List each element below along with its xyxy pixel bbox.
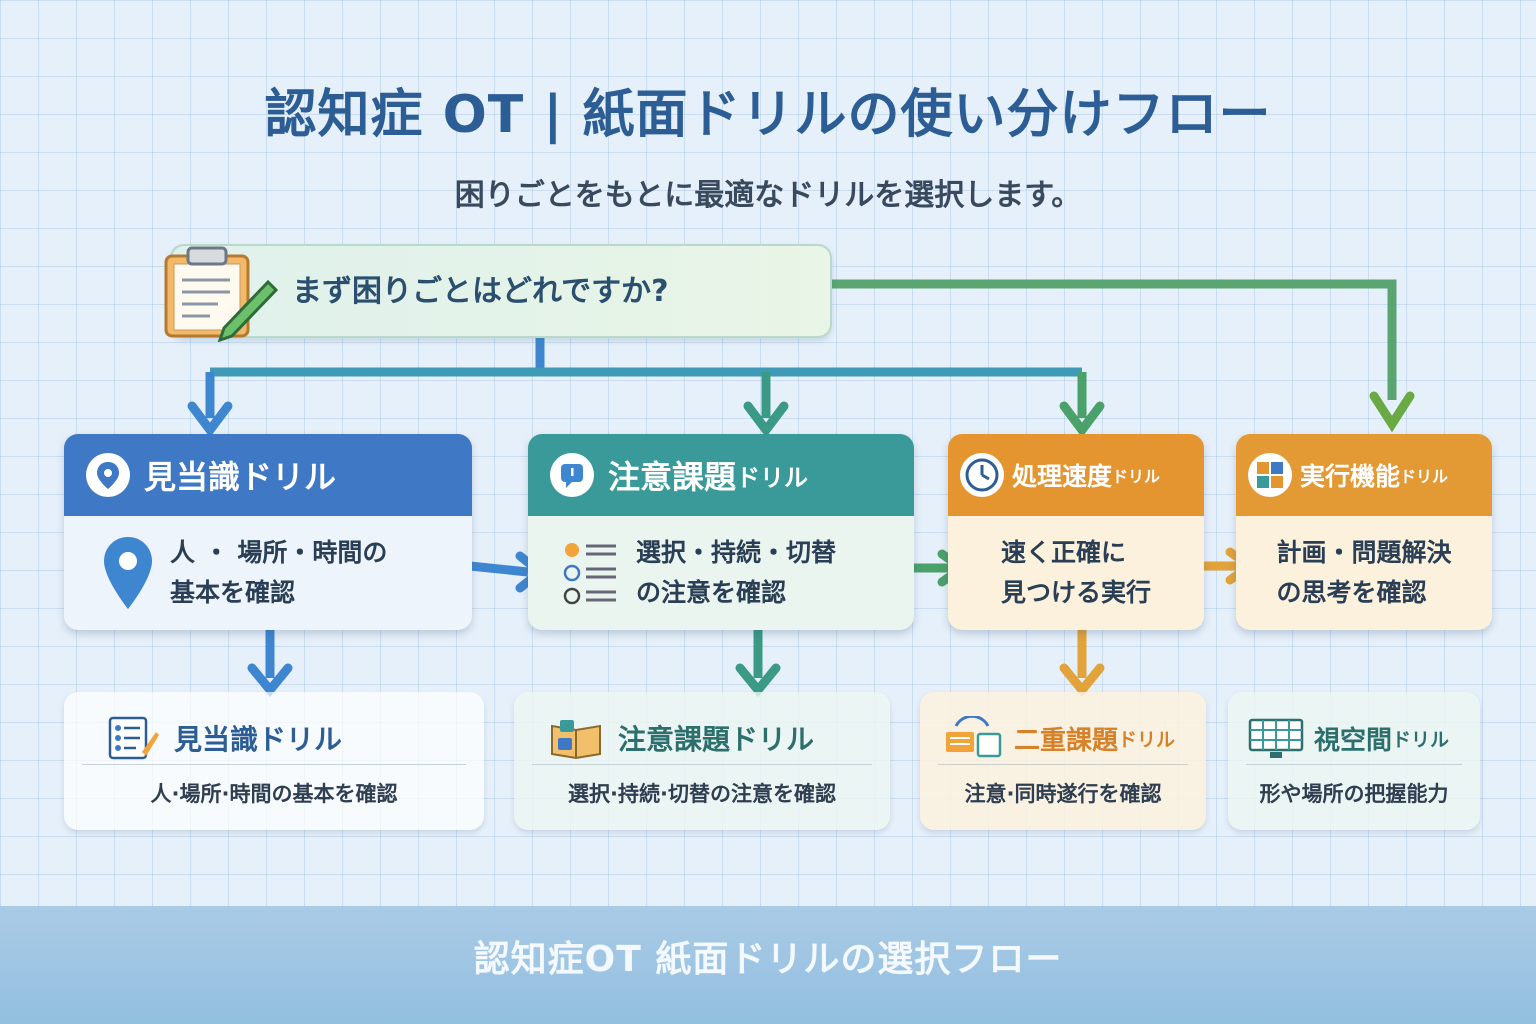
devices-icon [946,716,1002,758]
page-title: 認知症 OT | 紙面ドリルの使い分けフロー [264,85,1272,145]
result-description: 人·場所·時間の基本を確認 [150,782,398,806]
category-body-line1: 速く正確に [1000,538,1126,567]
category-body-line1: 計画・問題解決 [1276,538,1452,567]
category-box-processing-speed[interactable]: 処理速度 ドリル 速く正確に 見つける実行 [948,434,1204,630]
clipboard-icon [164,246,278,342]
category-box-orientation[interactable]: 見当識ドリル 人 ・ 場所・時間の 基本を確認 [64,434,472,630]
footer-band [0,906,1536,1024]
grid-monitor-icon [1248,718,1304,758]
speech-bubble-icon [550,453,594,497]
puzzle-icon [1248,453,1292,497]
question-text: まず困りごとはどれですか? [292,274,669,309]
location-pin-icon [104,537,152,609]
checklist-icon [108,716,159,760]
result-label: 注意課題ドリル [618,723,815,756]
result-label: 視空間 [1314,725,1393,756]
category-label-small: ドリル [1112,467,1161,486]
result-box-dual-task[interactable]: 二重課題 ドリル 注意·同時遂行を確認 [920,692,1206,830]
result-label: 見当識ドリル [174,723,343,756]
category-body-line2: 基本を確認 [170,578,296,607]
category-label: 実行機能 [1300,462,1401,491]
result-box-orientation[interactable]: 見当識ドリル 人·場所·時間の基本を確認 [64,692,484,830]
result-separator [82,764,466,765]
location-pin-icon [86,453,130,497]
result-description: 選択·持続·切替の注意を確認 [568,782,836,806]
result-box-visuospatial[interactable]: 視空間 ドリル 形や場所の把握能力 [1228,692,1480,830]
footer-title: 認知症OT 紙面ドリルの選択フロー [473,939,1063,980]
result-separator [1246,764,1462,765]
result-description: 形や場所の把握能力 [1259,782,1449,806]
category-label-small: ドリル [1400,467,1449,486]
result-label-small: ドリル [1392,728,1450,751]
category-label-small: ドリル [736,463,809,492]
page-subtitle: 困りごとをもとに最適なドリルを選択します。 [454,178,1082,213]
category-label: 注意課題 [608,458,737,496]
result-label: 二重課題 [1014,725,1119,756]
category-body-line2: の注意を確認 [636,578,787,607]
book-icon [551,720,601,760]
category-body-line2: 見つける実行 [1000,578,1151,607]
category-box-attention[interactable]: 注意課題 ドリル 選択・持続・切替 の注意を確認 [528,434,914,630]
category-label: 見当識ドリル [144,458,337,496]
result-box-attention[interactable]: 注意課題ドリル 選択·持続·切替の注意を確認 [514,692,890,830]
question-box [170,244,832,338]
checklist-icon [563,543,616,605]
category-box-executive-function[interactable]: 実行機能 ドリル 計画・問題解決 の思考を確認 [1236,434,1492,630]
category-body-line1: 選択・持続・切替 [636,538,837,567]
result-separator [532,764,872,765]
result-label-small: ドリル [1118,728,1176,751]
category-label: 処理速度 [1012,462,1113,491]
category-body-line1: 人 ・ 場所・時間の [170,538,388,567]
category-body-line2: の思考を確認 [1276,578,1427,607]
clock-icon [960,453,1004,497]
result-description: 注意·同時遂行を確認 [964,782,1162,806]
result-separator [938,764,1188,765]
